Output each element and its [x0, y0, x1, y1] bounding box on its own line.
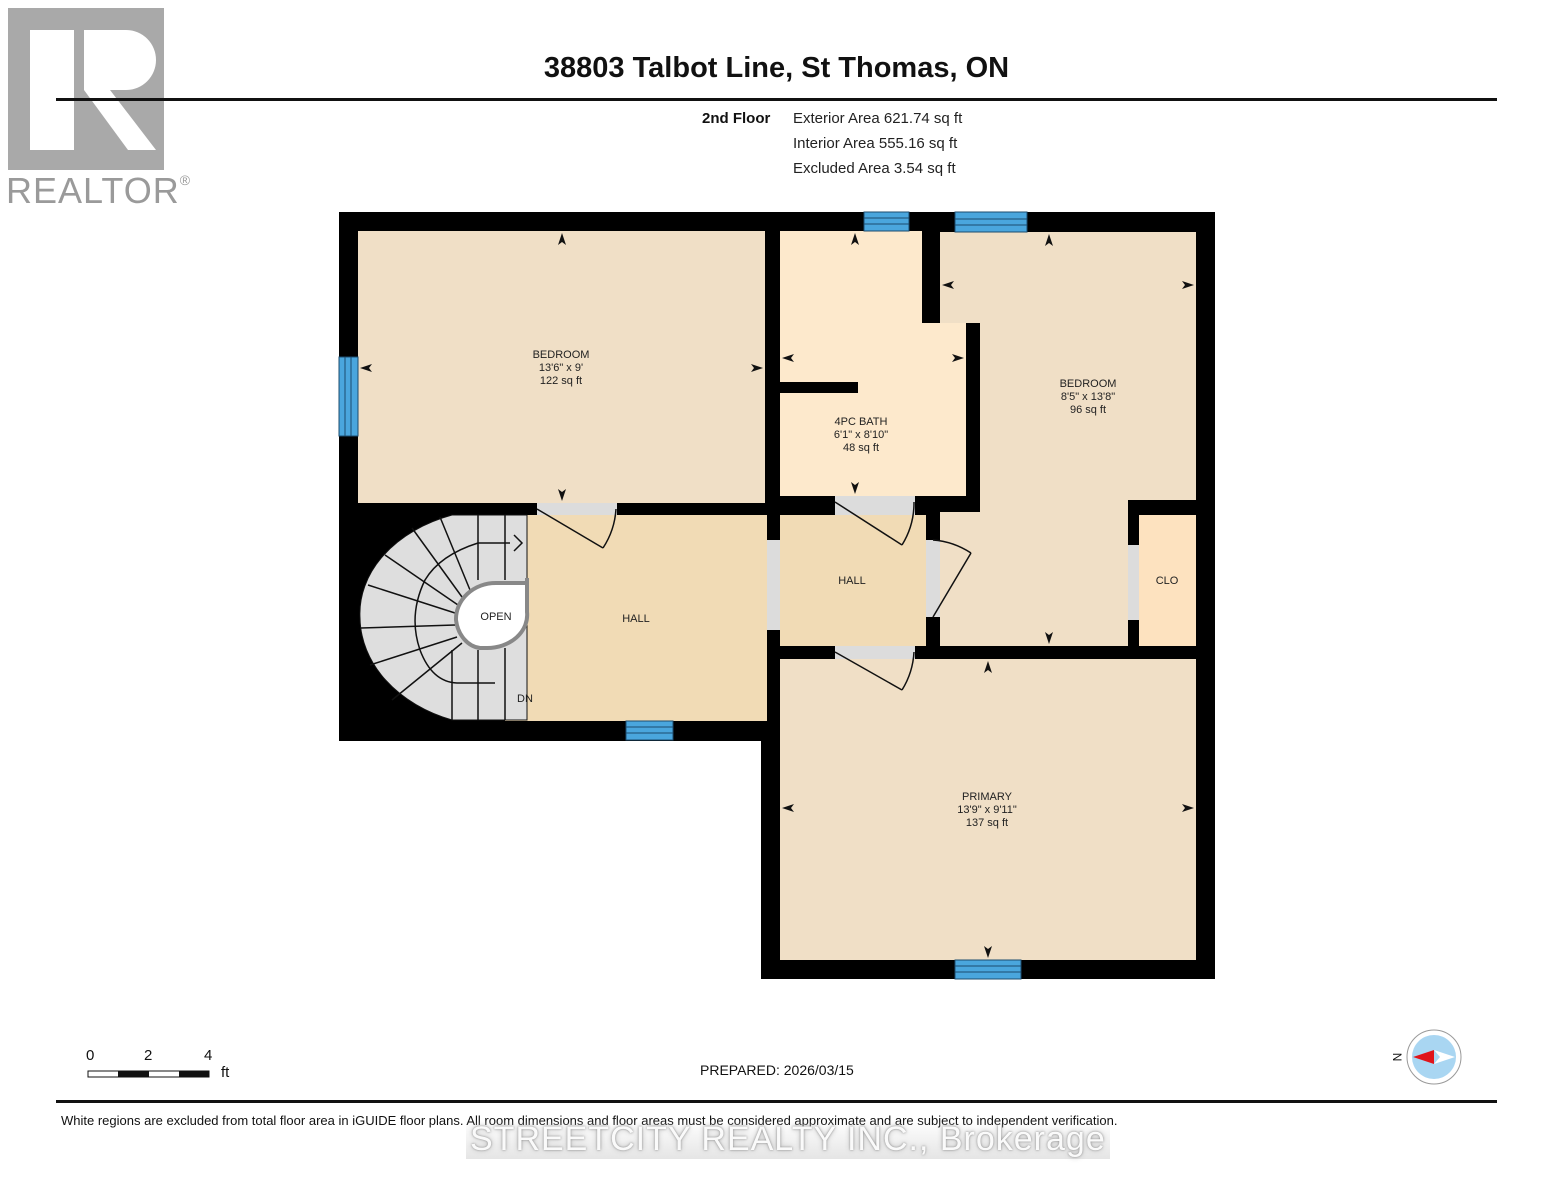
scale-unit: ft: [221, 1064, 230, 1081]
room-closet[interactable]: [1139, 515, 1196, 646]
window-primary-south: [954, 959, 1022, 980]
dimension-arrows: [360, 233, 1194, 958]
label-bedroom-2-area: 96 sq ft: [1070, 404, 1106, 416]
label-stairs-down: DN: [517, 693, 533, 705]
scale-tick-0: 0: [86, 1047, 95, 1064]
label-open: OPEN: [480, 611, 511, 623]
compass-icon: [1406, 1029, 1462, 1085]
label-bath-dims: 6'1" x 8'10": [834, 429, 888, 441]
room-bath[interactable]: [780, 231, 966, 496]
room-labels: BEDROOM 13'6" x 9' 122 sq ft 4PC BATH 6'…: [480, 349, 1178, 829]
brokerage-watermark: STREETCITY REALTY INC., Brokerage: [466, 1120, 1110, 1159]
label-primary-dims: 13'9" x 9'11": [957, 804, 1017, 816]
open-area: [453, 578, 530, 651]
door-bedroom-2: [926, 540, 940, 617]
label-primary-area: 137 sq ft: [966, 817, 1008, 829]
label-hall-1: HALL: [622, 613, 650, 625]
opening-hall: [767, 540, 780, 630]
compass-north-label: N: [1390, 1052, 1405, 1062]
room-bedroom-1[interactable]: [358, 231, 765, 503]
staircase[interactable]: [359, 514, 530, 721]
label-bedroom-2-name: BEDROOM: [1060, 378, 1117, 390]
door-bedroom-1: [537, 503, 617, 515]
excluded-area: Excluded Area 3.54 sq ft: [793, 160, 956, 177]
interior-area: Interior Area 555.16 sq ft: [793, 135, 958, 152]
label-closet: CLO: [1156, 575, 1179, 587]
door-primary: [835, 646, 915, 659]
label-bedroom-1-dims: 13'6" x 9': [539, 362, 583, 374]
exterior-area: Exterior Area 621.74 sq ft: [793, 110, 963, 127]
room-bedroom-2[interactable]: [940, 232, 1196, 646]
windows: [338, 211, 1028, 980]
label-bedroom-1-area: 122 sq ft: [540, 375, 582, 387]
window-bedroom-1-west: [338, 356, 359, 437]
label-bedroom-2-dims: 8'5" x 13'8": [1061, 391, 1115, 403]
realtor-logo: [8, 8, 164, 170]
doors[interactable]: [537, 496, 1139, 659]
window-bath-north: [863, 211, 910, 232]
room-hall-2[interactable]: [780, 515, 926, 646]
window-hall-south: [625, 720, 674, 741]
realtor-wordmark: REALTOR®: [6, 170, 192, 211]
scale-bar: [87, 1070, 210, 1078]
scale-tick-4: 4: [204, 1047, 213, 1064]
door-closet: [1128, 545, 1139, 620]
door-swings: [536, 501, 972, 691]
header-divider: [56, 98, 1497, 101]
label-hall-2: HALL: [838, 575, 866, 587]
label-bath-area: 48 sq ft: [843, 442, 879, 454]
room-primary[interactable]: [780, 659, 1196, 960]
floor-label: 2nd Floor: [702, 110, 771, 127]
label-primary-name: PRIMARY: [962, 791, 1013, 803]
footer-divider: [56, 1100, 1497, 1103]
door-bath: [835, 496, 915, 515]
label-bedroom-1-name: BEDROOM: [533, 349, 590, 361]
scale-tick-2: 2: [144, 1047, 153, 1064]
label-bath-name: 4PC BATH: [835, 416, 888, 428]
room-hall-1[interactable]: [505, 515, 767, 721]
page-title: 38803 Talbot Line, St Thomas, ON: [543, 52, 1010, 84]
window-bedroom-2-north: [954, 211, 1028, 233]
prepared-date: PREPARED: 2026/03/15: [700, 1062, 854, 1078]
